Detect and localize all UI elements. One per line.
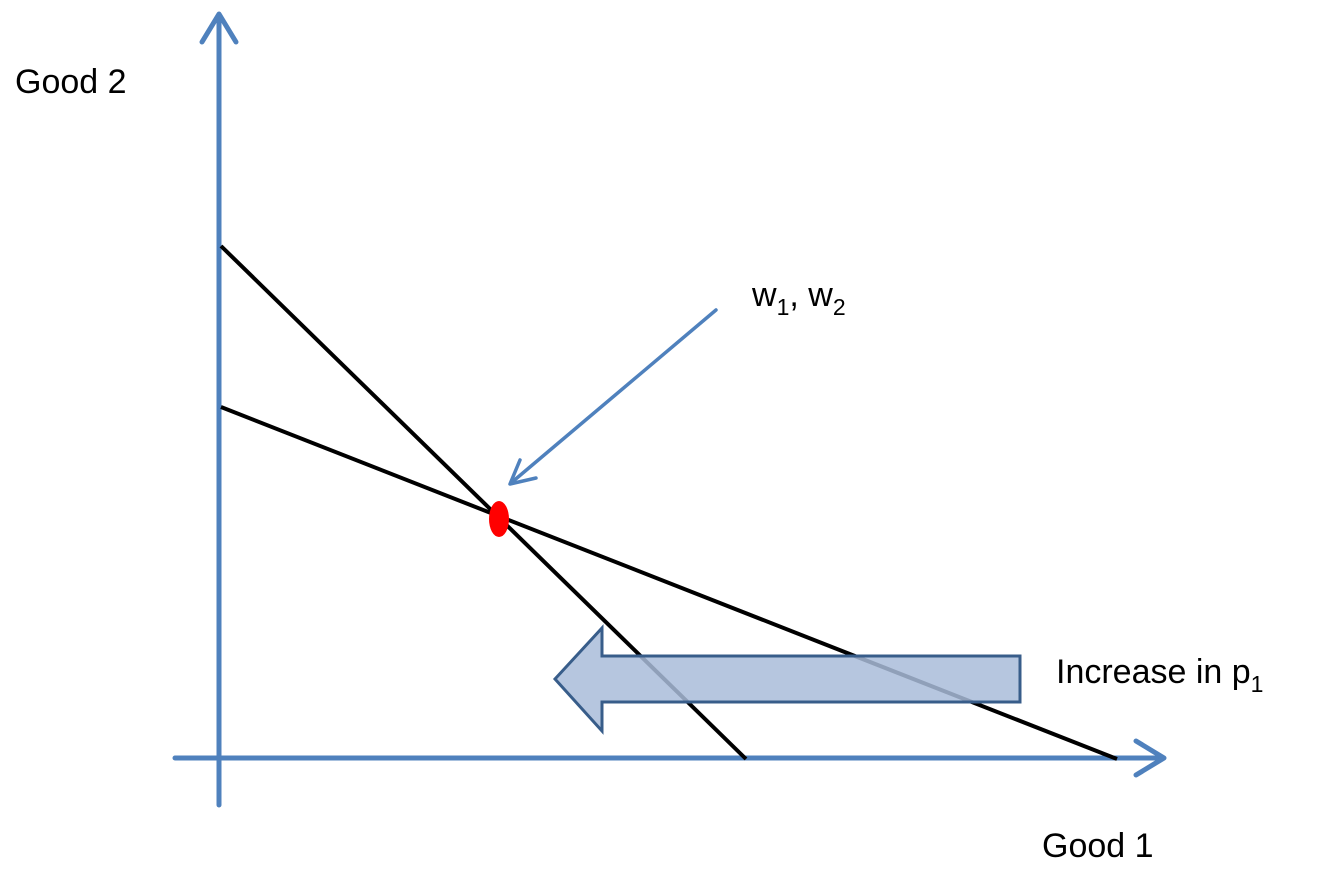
pointer-arrow (508, 308, 718, 486)
endowment-separator: , (789, 276, 808, 314)
w2-subscript: 2 (833, 294, 846, 320)
shift-label: Increase in p1 (1056, 653, 1263, 697)
y-axis-arrowhead-icon (199, 11, 239, 45)
endowment-point (489, 501, 509, 537)
x-axis-label: Good 1 (1042, 827, 1154, 865)
x-axis (172, 738, 1167, 778)
pointer-arrow-shaft (509, 308, 718, 485)
budget-line-flat (220, 405, 1118, 761)
shift-label-text: Increase in p (1056, 653, 1251, 691)
w1-subscript: 1 (777, 294, 790, 320)
w2-base: w (807, 276, 833, 314)
shift-label-subscript: 1 (1251, 671, 1264, 697)
endowment-label: w1, w2 (751, 276, 846, 320)
x-axis-arrowhead-icon (1133, 738, 1167, 778)
pointer-arrow-icon (508, 458, 538, 486)
y-axis (199, 11, 239, 808)
left-block-arrow-icon (552, 624, 1022, 735)
w1-base: w (751, 276, 777, 314)
y-axis-label: Good 2 (15, 63, 127, 101)
